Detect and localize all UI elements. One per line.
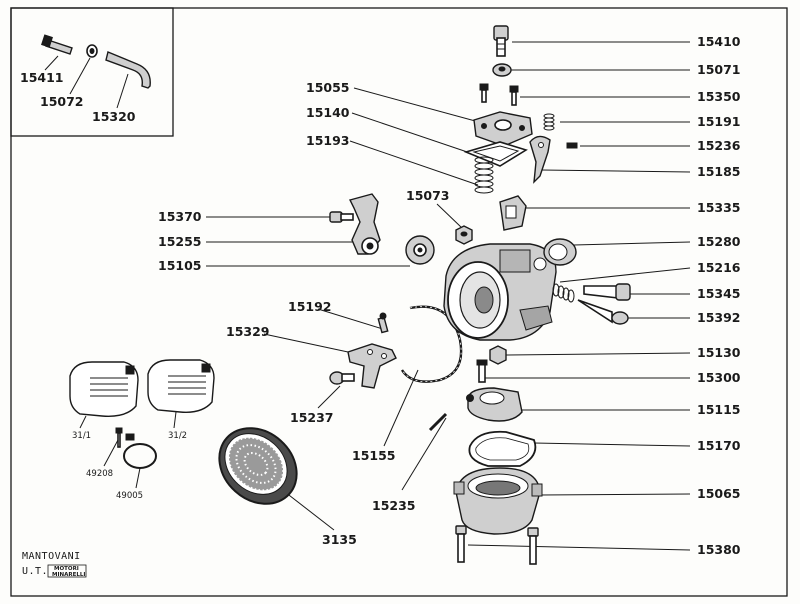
label-15105: 15105: [158, 258, 202, 273]
part-15072-washer: [86, 44, 98, 58]
leader-lines: [206, 41, 691, 551]
label-15185: 15185: [697, 164, 741, 179]
label-15071: 15071: [697, 62, 741, 77]
label-15345: 15345: [697, 286, 741, 301]
logo-line-2: MINARELLI: [52, 572, 85, 578]
label-15335: 15335: [697, 200, 741, 215]
part-15280-cap: [543, 238, 577, 266]
part-15105-disc: [405, 235, 435, 265]
part-15410-screw: [493, 25, 509, 57]
label-15280: 15280: [697, 234, 741, 249]
part-15255-throttle-lever: [348, 193, 381, 255]
label-49208: 49208: [86, 469, 113, 479]
part-15155-oring: [400, 305, 463, 383]
label-15370: 15370: [158, 209, 202, 224]
stamp-line-2: U.T.: [22, 566, 48, 577]
label-15329: 15329: [226, 324, 270, 339]
label-31-1: 31/1: [72, 431, 91, 441]
label-15235: 15235: [372, 498, 416, 513]
part-15065-float-bowl: [453, 467, 543, 535]
label-15350: 15350: [697, 89, 741, 104]
part-15055-cover: [473, 111, 533, 147]
label-15411: 15411: [20, 70, 64, 85]
label-15392: 15392: [697, 310, 741, 325]
label-15236: 15236: [697, 138, 741, 153]
part-15140-gasket: [463, 141, 528, 167]
part-15300-jet: [476, 359, 488, 383]
part-15345-screw: [583, 283, 631, 301]
part-15411-bolt: [41, 34, 73, 55]
label-31-2: 31/2: [168, 431, 187, 441]
part-3135-air-filter: [218, 427, 298, 505]
label-49005: 49005: [116, 491, 143, 501]
label-15410: 15410: [697, 34, 741, 49]
label-15300: 15300: [697, 370, 741, 385]
part-15392-needle-screw: [577, 299, 629, 325]
part-15370-screw: [329, 211, 354, 223]
part-49005-clamp: [123, 433, 157, 469]
inset-frame: [10, 7, 174, 137]
label-15255: 15255: [158, 234, 202, 249]
outer-frame: [10, 7, 788, 597]
part-15193-spring: [474, 156, 494, 194]
label-3135: 3135: [322, 532, 357, 547]
part-15320-bent-tube: [105, 51, 151, 89]
drafting-stamp: MANTOVANI U.T. MOTORI MINARELLI: [22, 551, 87, 578]
part-15191-spring: [543, 113, 555, 131]
label-15193: 15193: [306, 133, 350, 148]
label-15320: 15320: [92, 109, 136, 124]
part-15170-gasket: [468, 430, 537, 467]
label-15130: 15130: [697, 345, 741, 360]
part-15335-slide-valve: [499, 195, 527, 231]
stamp-line-1: MANTOVANI: [22, 551, 81, 562]
part-31-1-intake-box: [69, 361, 139, 417]
logo-line-1: MOTORI: [54, 566, 79, 572]
part-15192-screw: [377, 312, 389, 334]
part-15185-lever: [529, 135, 551, 184]
label-15155: 15155: [352, 448, 396, 463]
minarelli-logo: MOTORI MINARELLI: [47, 564, 87, 578]
label-15140: 15140: [306, 105, 350, 120]
part-number-labels: 15411 15072 15320 15410 15071 15055 1535…: [20, 34, 741, 557]
part-15350-screws: [479, 83, 519, 106]
part-15236-pin: [566, 142, 578, 149]
label-15192: 15192: [288, 299, 332, 314]
part-15237-screw: [329, 371, 355, 385]
label-15216: 15216: [697, 260, 741, 275]
label-15170: 15170: [697, 438, 741, 453]
part-15380-screws: [455, 525, 539, 565]
part-15235-pin: [428, 412, 448, 432]
part-49208-screw: [115, 427, 123, 448]
part-15073-nut: [455, 225, 473, 245]
part-15130-nut: [489, 345, 507, 365]
label-15072: 15072: [40, 94, 84, 109]
part-15329-bracket: [347, 343, 397, 389]
label-15191: 15191: [697, 114, 741, 129]
label-15055: 15055: [306, 80, 350, 95]
label-15115: 15115: [697, 402, 741, 417]
label-15237: 15237: [290, 410, 334, 425]
carburetor-body: [443, 243, 557, 341]
part-31-2-intake-box: [147, 359, 215, 413]
label-15073: 15073: [406, 188, 450, 203]
part-15071-nut: [492, 63, 512, 77]
part-15115-float: [466, 387, 523, 422]
label-15380: 15380: [697, 542, 741, 557]
label-15065: 15065: [697, 486, 741, 501]
part-15216-spring: [552, 283, 575, 303]
